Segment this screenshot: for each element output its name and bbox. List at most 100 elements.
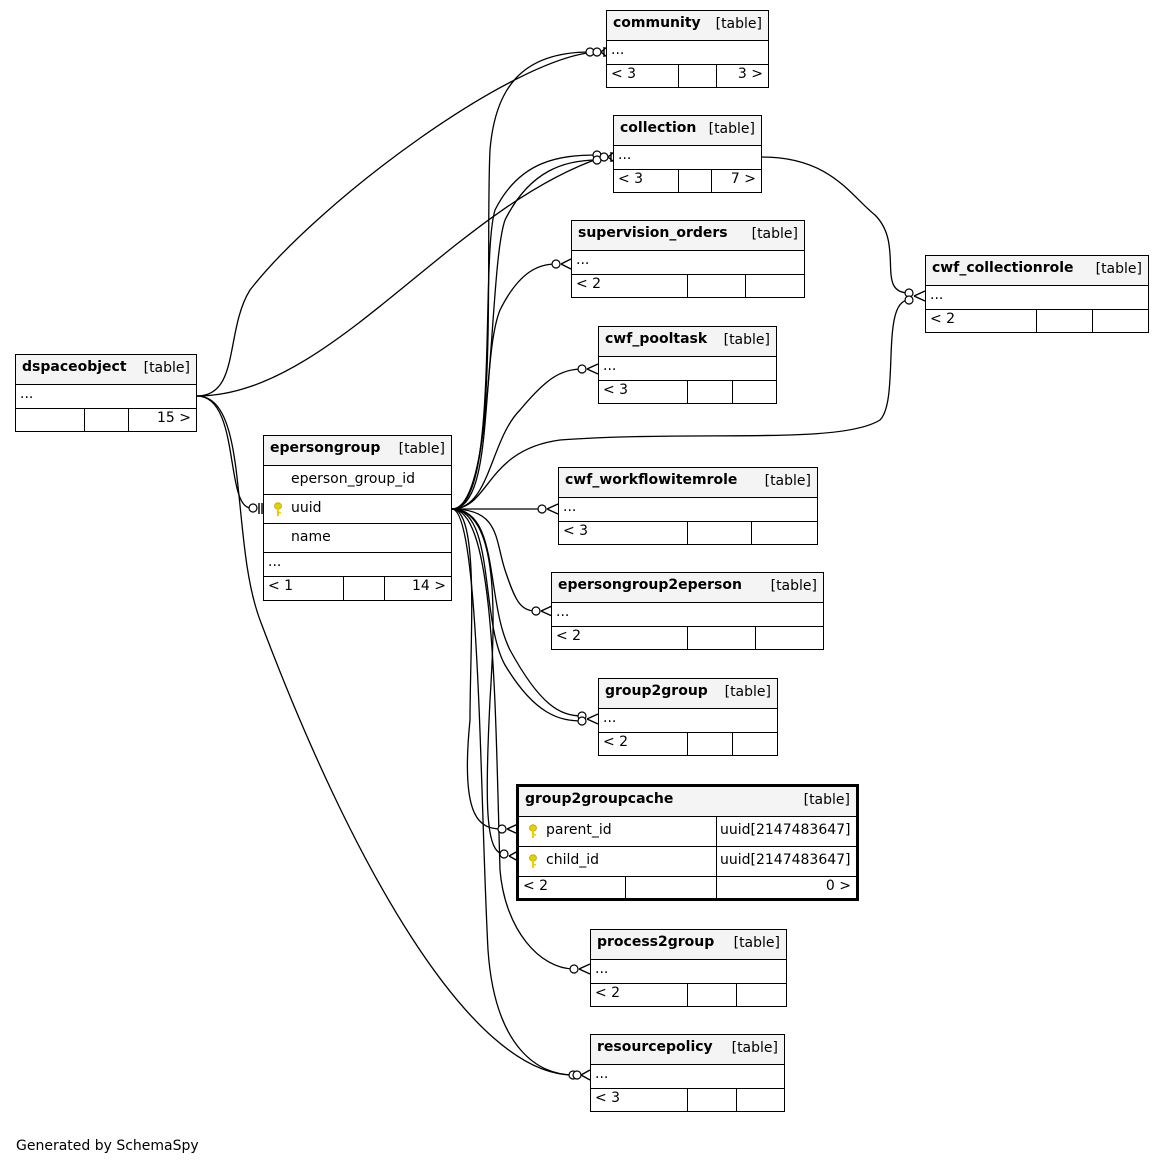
ellipsis: ... <box>20 386 34 402</box>
table-footer: < 3 <box>559 522 817 545</box>
table-group2group[interactable]: group2group[table] ... < 2 <box>598 678 778 756</box>
table-header: cwf_workflowitemrole [table] <box>559 468 817 498</box>
ellipsis: ... <box>563 499 577 515</box>
ellipsis-row: ... <box>552 603 823 627</box>
table-header: epersongroup[table] <box>264 436 451 466</box>
column-name: uuid <box>291 500 322 516</box>
table-name: process2group <box>597 934 715 950</box>
edge-epersongroup-collection-a <box>451 154 599 510</box>
table-process2group[interactable]: process2group[table] ... < 2 <box>590 929 787 1007</box>
table-name: cwf_pooltask <box>605 331 708 347</box>
table-header: cwf_collectionrole [table] <box>926 256 1148 286</box>
table-type-label: [table] <box>733 935 780 951</box>
ellipsis: ... <box>576 252 590 268</box>
table-epersongroup2eperson[interactable]: epersongroup2eperson[table] ... < 2 <box>551 572 824 650</box>
ellipsis-row: ... <box>264 553 451 577</box>
ellipsis: ... <box>618 147 632 163</box>
table-header: group2groupcache [table] <box>519 787 856 817</box>
column-row[interactable]: eperson_group_id <box>264 466 451 495</box>
table-name: cwf_collectionrole <box>932 260 1074 276</box>
table-header: epersongroup2eperson[table] <box>552 573 823 603</box>
table-header: group2group[table] <box>599 679 777 709</box>
ellipsis: ... <box>603 358 617 374</box>
ellipsis-row: ... <box>607 41 768 65</box>
column-name: parent_id <box>546 822 612 838</box>
ellipsis-row: ... <box>559 498 817 522</box>
table-cwf-pooltask[interactable]: cwf_pooltask [table] ... < 3 <box>598 326 777 404</box>
edge-endpoint-markers <box>248 46 926 1081</box>
edge-epersongroup-g2g-a <box>451 508 583 717</box>
column-name: name <box>291 529 331 545</box>
parent-count: < 2 <box>930 311 956 327</box>
table-header: resourcepolicy[table] <box>591 1035 784 1065</box>
table-type-label: [table] <box>803 792 850 808</box>
column-row[interactable]: child_id uuid[2147483647] <box>519 847 856 877</box>
edge-dspaceobject-epersongroup <box>196 395 251 509</box>
ellipsis: ... <box>603 710 617 726</box>
edge-epersongroup-collectionrole <box>451 299 910 510</box>
ellipsis-row: ... <box>926 286 1148 310</box>
ellipsis: ... <box>595 1066 609 1082</box>
table-type-label: [table] <box>723 332 770 348</box>
edge-epersongroup-community <box>451 51 591 510</box>
table-name: community <box>613 15 701 31</box>
table-footer: < 2 <box>926 310 1148 333</box>
table-name: dspaceobject <box>22 359 127 375</box>
edge-epersongroup-supervision <box>451 263 557 510</box>
edge-epersongroup-g2g-b <box>451 508 583 722</box>
primary-key-icon <box>529 824 537 838</box>
parent-count: < 3 <box>563 523 589 539</box>
ellipsis-row: ... <box>591 960 786 984</box>
table-header: process2group [table] <box>591 930 786 960</box>
parent-count: < 3 <box>603 382 629 398</box>
table-header: cwf_pooltask [table] <box>599 327 776 357</box>
table-cwf-collectionrole[interactable]: cwf_collectionrole [table] ... < 2 <box>925 255 1149 333</box>
table-name: group2groupcache <box>525 791 674 807</box>
table-name: epersongroup2eperson <box>558 577 742 593</box>
edge-epersongroup-pooltask <box>451 368 583 510</box>
table-collection[interactable]: collection[table] ... < 3 7 > <box>613 115 762 193</box>
ellipsis: ... <box>595 961 609 977</box>
table-epersongroup[interactable]: epersongroup[table] eperson_group_id uui… <box>263 435 452 601</box>
column-row[interactable]: uuid <box>264 495 451 524</box>
table-footer: < 1 14 > <box>264 577 451 600</box>
table-type-label: [table] <box>1095 261 1142 277</box>
ellipsis: ... <box>930 287 944 303</box>
parent-count: < 1 <box>268 578 294 594</box>
edge-dspaceobject-resourcepolicy <box>196 395 574 1076</box>
table-community[interactable]: community[table] ... < 3 3 > <box>606 10 769 88</box>
table-type-label: [table] <box>708 121 755 137</box>
column-row[interactable]: parent_id uuid[2147483647] <box>519 817 856 847</box>
ellipsis: ... <box>556 604 570 620</box>
table-group2groupcache[interactable]: group2groupcache [table] parent_id uuid[2… <box>516 784 859 901</box>
table-footer: < 2 <box>572 275 804 298</box>
table-type-label: [table] <box>764 473 811 489</box>
table-header: supervision_orders[table] <box>572 221 804 251</box>
edge-dspaceobject-collection <box>196 157 601 397</box>
column-name: child_id <box>546 852 600 868</box>
parent-count: < 2 <box>556 628 582 644</box>
table-name: cwf_workflowitemrole <box>565 472 738 488</box>
table-supervision-orders[interactable]: supervision_orders[table] ... < 2 <box>571 220 805 298</box>
edge-epersongroup-eg2e <box>451 508 537 612</box>
parent-count: < 2 <box>523 878 549 894</box>
child-count: 0 > <box>825 878 851 894</box>
table-header: community[table] <box>607 11 768 41</box>
parent-count: < 3 <box>618 171 644 187</box>
generated-by-note: Generated by SchemaSpy <box>16 1138 199 1154</box>
table-cwf-workflowitemrole[interactable]: cwf_workflowitemrole [table] ... < 3 <box>558 467 818 545</box>
table-name: resourcepolicy <box>597 1039 713 1055</box>
parent-count: < 2 <box>576 276 602 292</box>
table-type-label: [table] <box>398 441 445 457</box>
column-row[interactable]: name <box>264 524 451 553</box>
edge-collection-collectionrole <box>761 156 910 294</box>
table-dspaceobject[interactable]: dspaceobject[table] ... 15 > <box>15 354 197 432</box>
primary-key-icon <box>274 502 282 516</box>
table-footer: 15 > <box>16 409 196 432</box>
table-footer: < 3 3 > <box>607 65 768 88</box>
table-header: collection[table] <box>614 116 761 146</box>
table-resourcepolicy[interactable]: resourcepolicy[table] ... < 3 <box>590 1034 785 1112</box>
child-count: 3 > <box>737 66 763 82</box>
ellipsis: ... <box>268 554 282 570</box>
